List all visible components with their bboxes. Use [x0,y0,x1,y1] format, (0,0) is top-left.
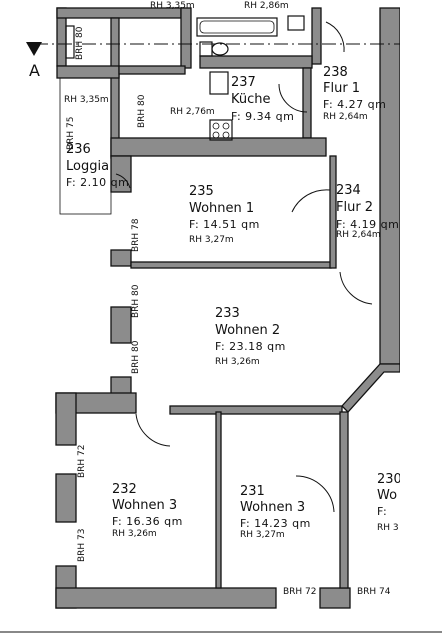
wall-w2-left-mid [110,306,132,344]
door-flur2 [291,189,331,213]
room-231: 231 Wohnen 3 F: 14.23 qm RH 3,27m [240,484,311,540]
room-height: RH 2,64m [323,112,368,122]
brh-top: BRH 80 [75,26,85,60]
room-area: F: 14.51 qm [189,218,260,231]
room-number: 233 [215,306,240,321]
room-237: 237 Küche F: 9.34 qm RH 2,76m [170,75,294,123]
room-area: F: 9.34 qm [231,110,294,123]
wall-bottom-a [55,587,277,609]
room-238: 238 Flur 1 F: 4.27 qm RH 2,64m [323,65,386,122]
wall-left-lower-b [55,473,77,523]
room-number: 230 [377,472,402,487]
room-230: 230 Wo F: RH 3 [377,472,402,533]
room-name: Wohnen 2 [215,323,280,338]
door-w3-right [295,475,335,513]
brh-kitchen: BRH 80 [137,94,147,128]
room-height: RH 3,26m [112,529,157,539]
room-name: Flur 1 [323,81,360,96]
room-area: F: 4.27 qm [323,98,386,111]
room-235: 235 Wohnen 1 F: 14.51 qm RH 3,27m [189,184,260,245]
room-name: Wohnen 3 [240,500,305,515]
wall-loggia-top [56,65,120,79]
section-marker: A [29,61,40,80]
wall-diagonal [341,363,401,413]
section-arrow [26,42,42,56]
brh-wohnen2b: BRH 80 [131,340,141,374]
brh-labels: BRH 80 BRH 75 BRH 80 BRH 78 BRH 80 BRH 8… [66,26,391,597]
wall-bottom-b [319,587,351,609]
wall-right [379,7,401,365]
room-area: F: [377,505,387,518]
room-number: 231 [240,484,265,499]
brh-bottom2: BRH 74 [357,587,391,597]
room-name: Küche [231,92,271,107]
brh-wohnen3b: BRH 73 [77,528,87,562]
wash-basin [287,15,305,31]
wall-left-lower-a [55,392,77,446]
wall-bath-right [311,7,322,65]
door-flur1 [278,83,308,113]
room-number: 232 [112,482,137,497]
doors [115,21,373,513]
room-name: Loggia [66,159,109,174]
room-height: RH 3,26m [215,357,260,367]
wall-w1-left-mid [110,249,132,267]
room-232: 232 Wohnen 3 F: 16.36 qm RH 3,26m [112,482,183,539]
room-234: 234 Flur 2 F: 4.19 qm RH 2,64m [336,183,399,240]
stove [209,119,233,141]
wall-w31-w30 [339,411,349,589]
room-area: F: 2.10 qm [66,176,129,189]
top-cut-left: RH 3,35m [150,1,195,11]
room-area: F: 14.23 qm [240,517,311,530]
kitchen-sink [209,71,229,95]
room-name: Wo [377,488,397,503]
wall-w1-flur2 [329,155,337,269]
room-number: 236 [66,142,91,157]
wall-w2-bottom [169,405,343,415]
wall-kitchen-right [302,67,312,139]
room-number: 235 [189,184,214,199]
room-height: RH 3,27m [189,235,234,245]
wall-w3-divider [215,411,222,589]
brh-bottom1: BRH 72 [283,587,317,597]
wall-kitchen-bottom [110,137,327,157]
room-number: 234 [336,183,361,198]
door-loggia [115,173,131,189]
bathtub [196,17,278,37]
room-name: Wohnen 1 [189,201,254,216]
fixtures [59,15,305,215]
top-cut-mid: RH 2,86m [244,1,289,11]
room-233: 233 Wohnen 2 F: 23.18 qm RH 3,26m [215,306,286,367]
room-area: F: 4.19 qm [336,218,399,231]
room-area: F: 16.36 qm [112,515,183,528]
wall-kitchen-left [110,17,120,159]
loggia-outline [59,77,112,215]
room-name: Wohnen 3 [112,498,177,513]
wall-bath-bottom [199,55,313,69]
door-w3-left [135,413,171,447]
room-height: RH 3 [377,523,399,533]
brh-loggia: BRH 75 [66,116,76,150]
door-w2 [339,271,373,305]
brh-wohnen3a: BRH 72 [77,444,87,478]
room-height: RH 2,76m [170,107,215,117]
room-name: Flur 2 [336,200,373,215]
room-number: 237 [231,75,256,90]
wall-w1-w2 [130,261,332,269]
room-236: RH 3,35m 236 Loggia F: 2.10 qm [64,95,129,189]
walls [55,7,401,609]
brh-wohnen1: BRH 78 [131,218,141,252]
wall-kitchen-top [118,65,186,75]
brh-wohnen2a: BRH 80 [131,284,141,318]
room-area: F: 23.18 qm [215,340,286,353]
wall-bath-left [180,7,192,69]
door-bath [325,21,345,53]
room-height: RH 2,64m [336,230,381,240]
window-top-left [65,25,75,59]
room-number: 238 [323,65,348,80]
room-height: RH 3,35m [64,95,109,105]
room-height: RH 3,27m [240,530,285,540]
